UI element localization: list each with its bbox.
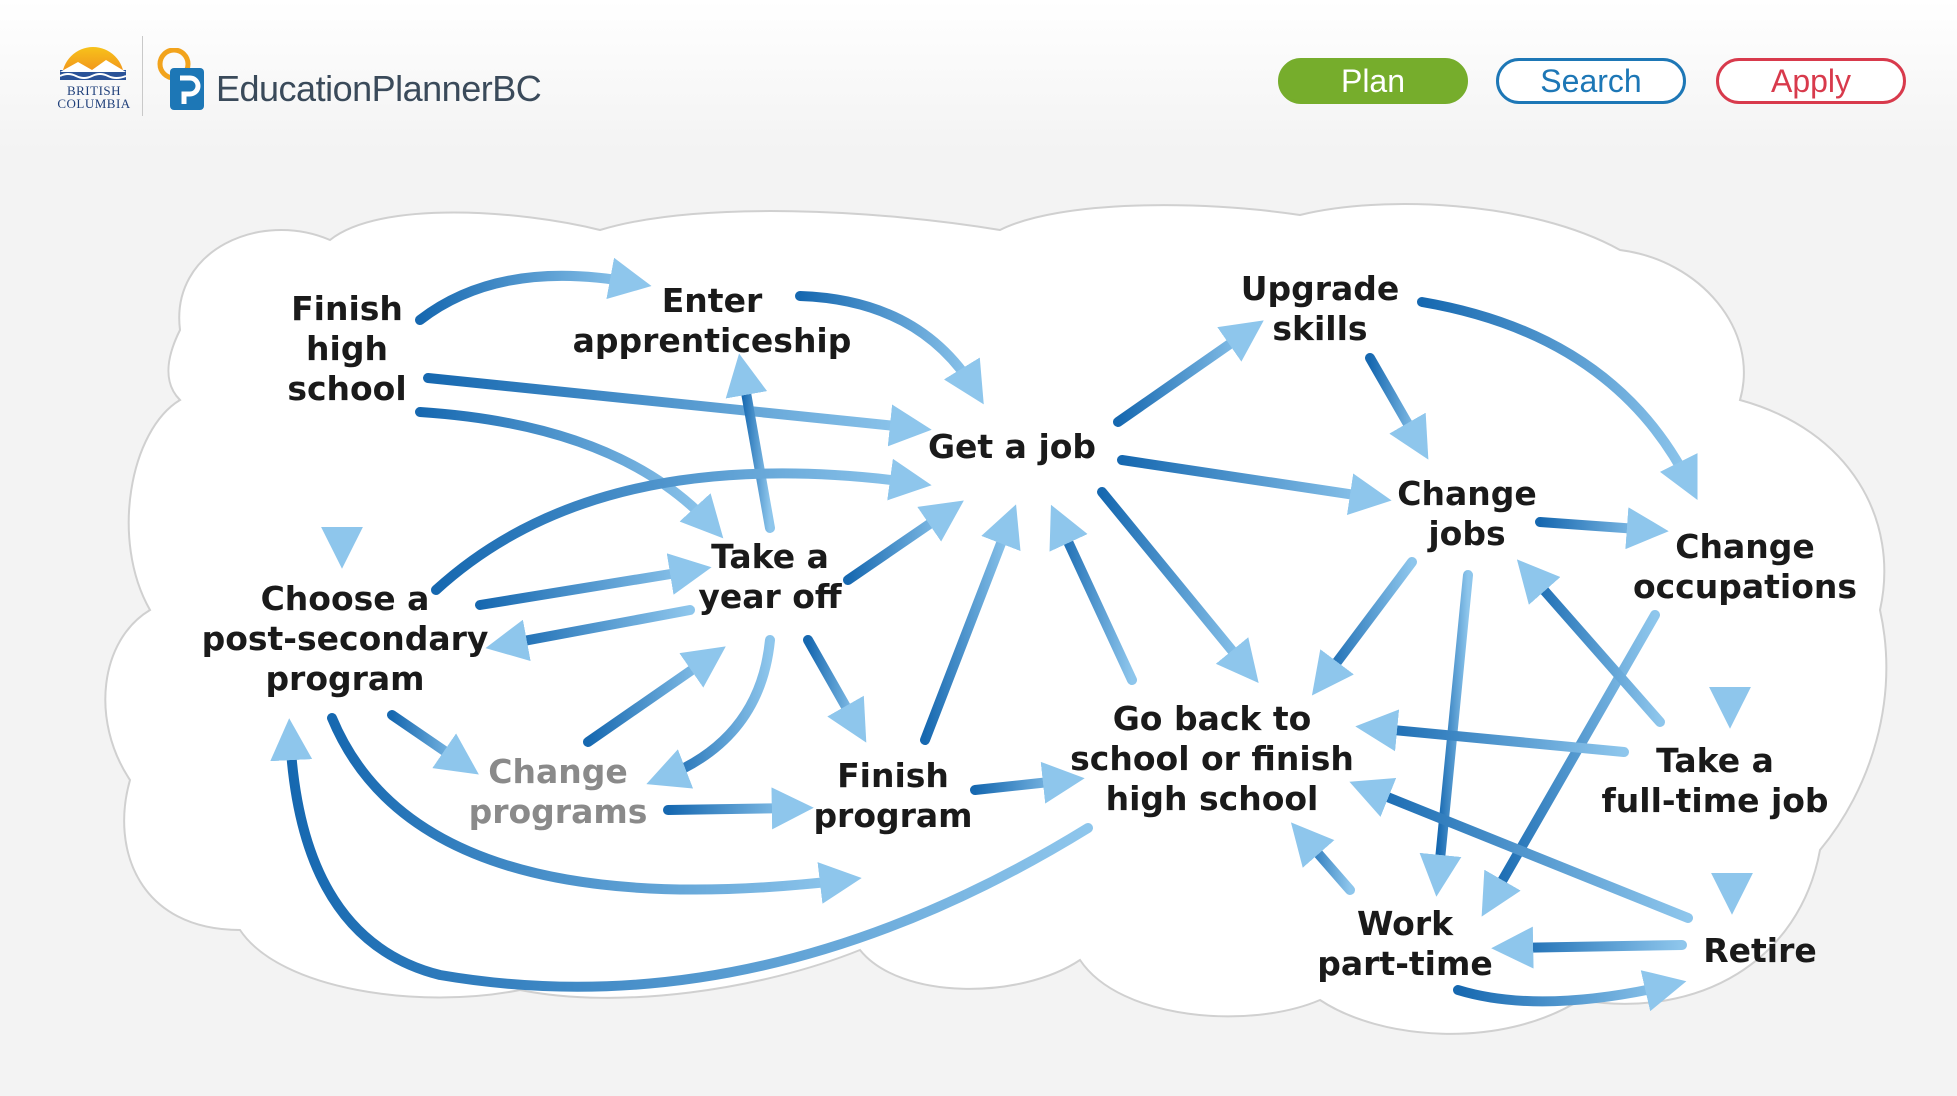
node-finish-high-school: Finish high school	[287, 289, 406, 408]
arrow-finishprog-to-goback	[970, 761, 1085, 804]
arrow-choose-to-yearoff	[475, 553, 712, 610]
node-retire: Retire	[1703, 931, 1817, 970]
arrow-retire-to-goback	[1349, 777, 1693, 923]
arrow-goback-to-job	[1049, 504, 1137, 685]
svg-text:Choose a: Choose a	[261, 579, 430, 618]
plan-button[interactable]: Plan	[1278, 58, 1468, 104]
svg-text:high: high	[306, 329, 388, 368]
node-change-programs: Change programs	[469, 752, 648, 831]
node-take-full-time-job: Take a full-time job	[1601, 741, 1828, 820]
svg-text:Get a job: Get a job	[928, 427, 1096, 466]
arrow-finish-hs-to-apprenticeship	[415, 257, 652, 325]
flow-arrows	[270, 257, 1753, 1012]
svg-text:Finish: Finish	[837, 756, 949, 795]
svg-text:school: school	[287, 369, 406, 408]
arrow-fulltime-to-changejobs	[1516, 559, 1665, 727]
node-work-part-time: Work part-time	[1317, 904, 1493, 983]
arrow-yearoff-to-finishprog	[803, 635, 867, 743]
svg-text:year off: year off	[698, 577, 843, 616]
arrow-yearoff-to-job	[843, 500, 964, 585]
arrow-apprenticeship-to-job	[795, 291, 984, 405]
apply-button[interactable]: Apply	[1716, 58, 1906, 104]
svg-text:program: program	[265, 659, 424, 698]
node-take-year-off: Take a year off	[698, 537, 843, 616]
svg-text:Change: Change	[1675, 527, 1814, 566]
svg-text:high school: high school	[1106, 779, 1319, 818]
arrow-changejobs-to-parttime	[1419, 570, 1473, 897]
arrow-job-to-upgrade	[1113, 320, 1264, 427]
arrow-changeprog-to-yearoff	[583, 646, 726, 747]
svg-text:apprenticeship: apprenticeship	[573, 321, 852, 360]
node-enter-apprenticeship: Enter apprenticeship	[573, 281, 852, 360]
svg-text:occupations: occupations	[1633, 567, 1857, 606]
arrow-yearoff-to-apprenticeship	[725, 353, 775, 533]
svg-text:Work: Work	[1357, 904, 1454, 943]
arrow-goback-to-choose	[270, 718, 1093, 992]
arrow-changejobs-to-goback	[1311, 557, 1417, 696]
british-columbia-logo	[59, 47, 127, 80]
svg-text:Take a: Take a	[711, 537, 829, 576]
arrow-choose-to-job	[431, 458, 932, 595]
header-divider	[142, 36, 143, 116]
node-get-a-job: Get a job	[928, 427, 1096, 466]
search-button[interactable]: Search	[1496, 58, 1686, 104]
node-upgrade-skills: Upgrade skills	[1241, 269, 1400, 348]
svg-text:programs: programs	[469, 792, 648, 831]
svg-text:part-time: part-time	[1317, 944, 1493, 983]
svg-text:Finish: Finish	[291, 289, 403, 328]
arrow-upgrade-to-occupations	[1417, 297, 1698, 501]
node-finish-program: Finish program	[813, 756, 972, 835]
node-go-back-to-school: Go back to school or finish high school	[1070, 699, 1354, 818]
arrow-parttime-to-retire	[1453, 970, 1687, 1012]
svg-text:Take a: Take a	[1656, 741, 1774, 780]
svg-text:full-time job: full-time job	[1601, 781, 1828, 820]
svg-text:Enter: Enter	[662, 281, 763, 320]
arrow-finish-hs-to-job	[423, 373, 932, 447]
svg-text:skills: skills	[1272, 309, 1367, 348]
arrow-job-to-changejobs	[1117, 455, 1392, 516]
svg-text:school or finish: school or finish	[1070, 739, 1354, 778]
arrow-finish-hs-to-yearoff	[415, 407, 724, 539]
brand-name[interactable]: EducationPlannerBC	[216, 68, 542, 109]
bc-logo-text: BRITISH COLUMBIA	[57, 83, 131, 111]
arrow-choose-to-changeprog	[387, 710, 479, 775]
node-change-jobs: Change jobs	[1397, 474, 1536, 553]
arrow-changeprog-to-finishprog	[663, 787, 814, 830]
node-change-occupations: Change occupations	[1633, 527, 1857, 606]
arrow-upgrade-to-changejobs	[1365, 353, 1429, 460]
arrow-choose-to-finishprog	[327, 713, 862, 904]
arrow-yearoff-to-choose	[485, 605, 695, 662]
svg-text:post-secondary: post-secondary	[202, 619, 489, 658]
svg-text:program: program	[813, 796, 972, 835]
arrow-finishprog-to-job	[920, 504, 1021, 745]
arrow-retire-to-parttime	[1491, 926, 1687, 969]
svg-text:Upgrade: Upgrade	[1241, 269, 1400, 308]
node-choose-program: Choose a post-secondary program	[202, 579, 489, 698]
arrow-changejobs-to-occupations	[1535, 507, 1669, 550]
top-header: BRITISH COLUMBIA EducationPlannerBC Plan…	[0, 0, 1957, 150]
svg-text:Change: Change	[488, 752, 627, 791]
svg-text:Retire: Retire	[1703, 931, 1817, 970]
education-planner-icon	[157, 48, 204, 110]
arrow-parttime-to-goback	[1290, 822, 1355, 895]
svg-text:jobs: jobs	[1426, 514, 1505, 553]
arrow-job-to-goback	[1097, 487, 1259, 683]
svg-text:Go back to: Go back to	[1113, 699, 1312, 738]
arrow-yearoff-to-changeprog	[646, 635, 775, 789]
arrow-fulltime-to-goback	[1355, 709, 1629, 757]
svg-text:Change: Change	[1397, 474, 1536, 513]
